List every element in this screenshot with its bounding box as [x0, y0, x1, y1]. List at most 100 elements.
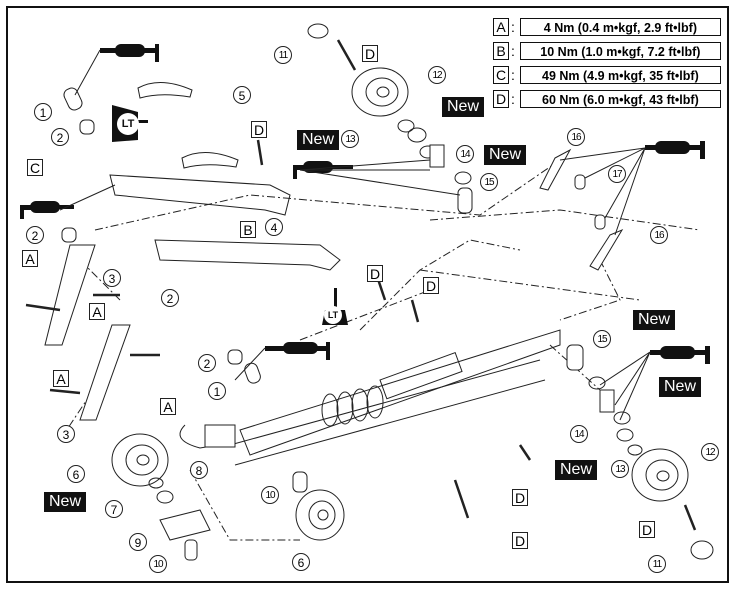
collar-1-bottom [244, 362, 261, 384]
cap-11-bottom [690, 540, 714, 560]
grease-gun-icon-1 [100, 44, 159, 62]
part-callout-4: 4 [265, 218, 283, 236]
torque-key: D [493, 90, 509, 108]
part-callout-14: 14 [456, 145, 474, 163]
part-callout-15: 15 [480, 173, 498, 191]
torque-callout-d: D [512, 532, 528, 549]
torque-key: C [493, 66, 509, 84]
torque-row-b: B: 10 Nm (1.0 m•kgf, 7.2 ft•lbf) [493, 40, 721, 62]
bushing-2-left [61, 227, 77, 243]
part-callout-1: 1 [208, 382, 226, 400]
spacer-10-mid [292, 471, 308, 493]
part-callout-15: 15 [593, 330, 611, 348]
torque-spec-table: A: 4 Nm (0.4 m•kgf, 2.9 ft•lbf) B: 10 Nm… [493, 16, 721, 112]
wheel-6-left [111, 433, 169, 487]
part-callout-12: 12 [701, 443, 719, 461]
part-callout-8: 8 [190, 461, 208, 479]
bracket-8 [204, 424, 236, 448]
part-callout-6: 6 [67, 465, 85, 483]
collar-1-top [63, 87, 83, 111]
torque-callout-d: D [362, 45, 378, 62]
wheel-12-top [351, 67, 409, 117]
torque-callout-a: A [22, 250, 38, 267]
torque-value: 10 Nm (1.0 m•kgf, 7.2 ft•lbf) [519, 42, 721, 60]
slide-rail [239, 329, 561, 456]
collar-17-upper [574, 174, 586, 190]
upper-arm [109, 174, 291, 216]
torque-value: 60 Nm (6.0 m•kgf, 43 ft•lbf) [519, 90, 721, 108]
torque-row-a: A: 4 Nm (0.4 m•kgf, 2.9 ft•lbf) [493, 16, 721, 38]
part-callout-6: 6 [292, 553, 310, 571]
part-callout-2: 2 [26, 226, 44, 244]
part-callout-3: 3 [103, 269, 121, 287]
wheel-6-bottom [295, 489, 345, 541]
spacer-15-bottom [566, 344, 584, 371]
bracket-14-top [429, 144, 445, 168]
torque-callout-b: B [240, 221, 256, 238]
grease-gun-icon-6 [650, 346, 710, 364]
torque-key: A [493, 18, 509, 36]
torque-callout-a: A [160, 398, 176, 415]
part-callout-10: 10 [149, 555, 167, 573]
spacer-10-bottom [184, 539, 198, 561]
cover-9 [159, 509, 211, 541]
part-callout-12: 12 [428, 66, 446, 84]
part-callout-5: 5 [233, 86, 251, 104]
grease-gun-icon-4 [265, 342, 330, 360]
torque-callout-d: D [639, 521, 655, 538]
torque-callout-c: C [27, 159, 43, 176]
new-part-label: New [442, 97, 485, 117]
part-callout-1: 1 [34, 103, 52, 121]
new-part-label: New [633, 310, 676, 330]
bushing-2-top [79, 119, 95, 135]
new-part-label: New [555, 460, 598, 480]
cap-11-top [307, 23, 329, 39]
part-callout-11: 11 [274, 46, 292, 64]
part-callout-14: 14 [570, 425, 588, 443]
torque-callout-d: D [423, 277, 439, 294]
torque-callout-d: D [367, 265, 383, 282]
torque-row-c: C: 49 Nm (4.9 m•kgf, 35 ft•lbf) [493, 64, 721, 86]
arm-16-upper [539, 148, 572, 191]
torque-value: 4 Nm (0.4 m•kgf, 2.9 ft•lbf) [519, 18, 721, 36]
new-part-label: New [659, 377, 702, 397]
arm-16-lower [589, 228, 624, 271]
limiter-strap-3-lower [79, 324, 131, 421]
lower-arm-4 [154, 239, 341, 271]
part-callout-17: 17 [608, 165, 626, 183]
torque-key: B [493, 42, 509, 60]
slide-cap-5-upper [137, 82, 193, 99]
part-callout-2: 2 [198, 354, 216, 372]
bushing-2-bottom [227, 349, 243, 365]
slide-cap-5-lower [181, 152, 239, 169]
limiter-strap-3-upper [44, 244, 96, 346]
new-part-label: New [44, 492, 87, 512]
torque-row-d: D: 60 Nm (6.0 m•kgf, 43 ft•lbf) [493, 88, 721, 110]
locktite-label: LT [117, 113, 139, 135]
grease-gun-icon-2 [20, 201, 74, 219]
wire-8 [179, 424, 213, 449]
part-callout-9: 9 [129, 533, 147, 551]
part-callout-13: 13 [611, 460, 629, 478]
bracket-14-bottom [599, 389, 615, 413]
torque-callout-d: D [251, 121, 267, 138]
shock-absorber [321, 351, 463, 427]
part-callout-3: 3 [57, 425, 75, 443]
torque-value: 49 Nm (4.9 m•kgf, 35 ft•lbf) [519, 66, 721, 84]
new-part-label: New [297, 130, 340, 150]
part-callout-2: 2 [51, 128, 69, 146]
part-callout-10: 10 [261, 486, 279, 504]
collar-17-lower [594, 214, 606, 230]
wheel-12-bottom [631, 448, 689, 502]
torque-callout-a: A [89, 303, 105, 320]
spacer-15-top [457, 187, 473, 214]
part-callout-13: 13 [341, 130, 359, 148]
torque-callout-d: D [512, 489, 528, 506]
locktite-label: LT [324, 306, 342, 324]
part-callout-11: 11 [648, 555, 666, 573]
part-callout-7: 7 [105, 500, 123, 518]
new-part-label: New [484, 145, 527, 165]
part-callout-16: 16 [567, 128, 585, 146]
grease-gun-icon-5 [645, 141, 705, 159]
